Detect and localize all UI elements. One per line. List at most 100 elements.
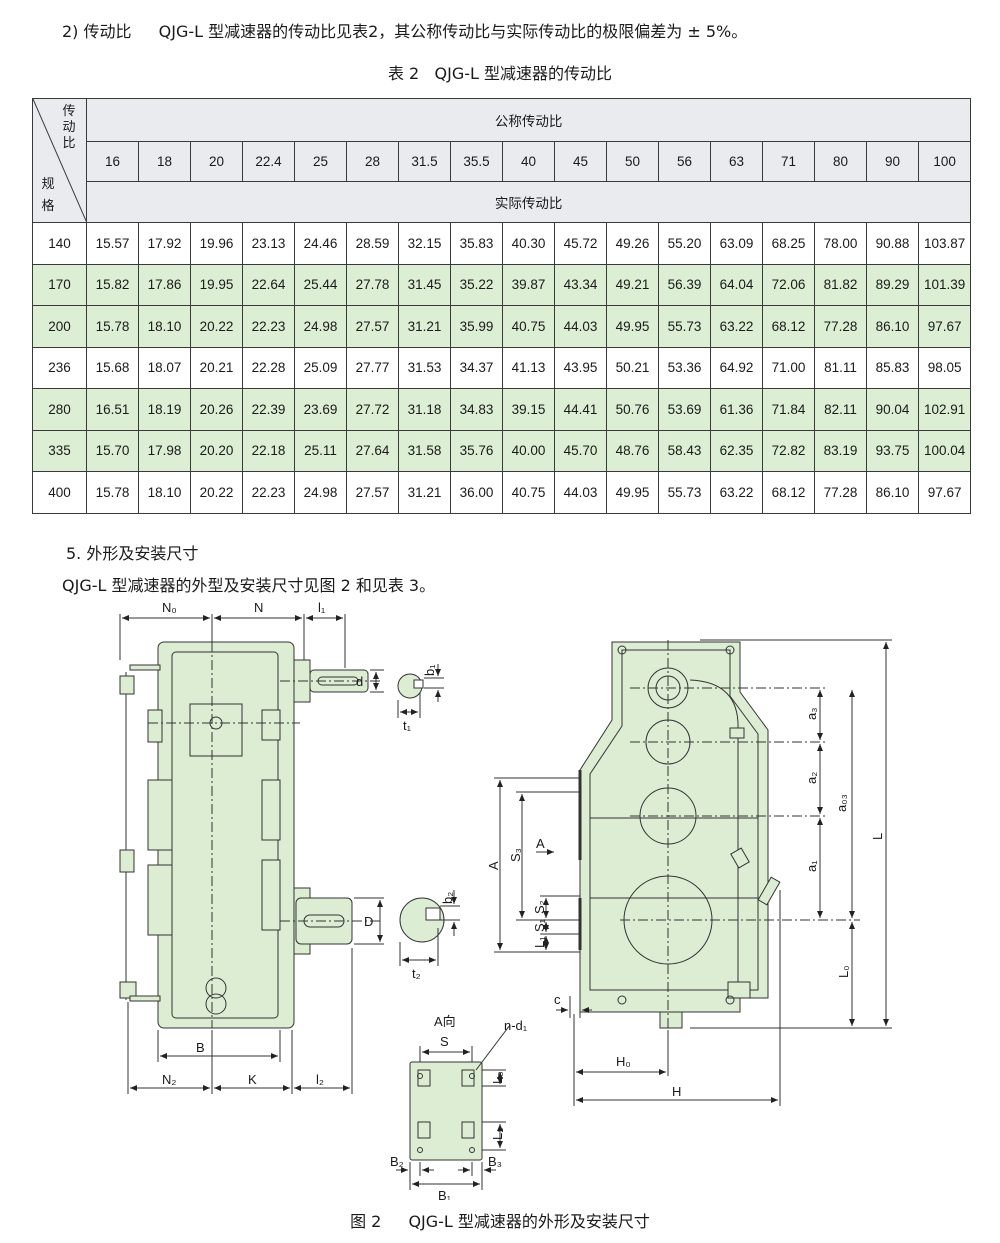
corner-top-label: 传动比 [62,103,76,150]
actual-ratio-cell: 22.18 [242,429,295,472]
actual-ratio-cell: 55.73 [658,471,711,514]
spec-cell: 200 [32,305,87,348]
actual-ratio-cell: 35.76 [450,429,503,472]
actual-ratio-cell: 31.21 [398,471,451,514]
actual-ratio-cell: 28.59 [346,222,399,265]
label-t2: t₂ [412,966,421,981]
actual-ratio-cell: 22.23 [242,305,295,348]
actual-ratio-cell: 18.07 [138,346,191,389]
actual-ratio-cell: 81.11 [814,346,867,389]
actual-ratio-cell: 39.87 [502,263,555,306]
actual-ratio-cell: 31.58 [398,429,451,472]
intro-paragraph: 2) 传动比 QJG-L 型减速器的传动比见表2，其公称传动比与实际传动比的极限… [62,18,747,42]
actual-ratio-cell: 103.87 [917,222,972,265]
label-A-arrow: A [536,836,545,851]
actual-ratio-cell: 35.22 [450,263,503,306]
actual-ratio-cell: 15.78 [86,305,139,348]
label-K: K [248,1072,257,1087]
label-H: H [672,1084,681,1099]
actual-ratio-cell: 19.95 [190,263,243,306]
actual-ratio-cell: 35.83 [450,222,503,265]
actual-ratio-cell: 20.20 [190,429,243,472]
front-dimensions [119,614,384,1094]
actual-ratio-cell: 31.21 [398,305,451,348]
actual-ratio-cell: 23.13 [242,222,295,265]
nominal-ratio-cell: 16 [86,141,139,182]
actual-ratio-cell: 15.68 [86,346,139,389]
actual-ratio-cell: 64.04 [710,263,763,306]
nominal-ratio-cell: 63 [710,141,763,182]
label-B: B [196,1040,205,1055]
nominal-ratio-cell: 28 [346,141,399,182]
actual-ratio-cell: 25.11 [294,429,347,472]
actual-ratio-cell: 40.75 [502,305,555,348]
label-N0: N₀ [162,600,177,615]
label-D: D [364,914,373,929]
actual-ratio-cell: 20.26 [190,388,243,431]
actual-ratio-cell: 27.57 [346,305,399,348]
label-t1: t₁ [403,718,412,733]
actual-ratio-cell: 77.28 [814,305,867,348]
a-view [396,1024,511,1190]
spec-cell: 170 [32,263,87,306]
nominal-ratio-cell: 80 [814,141,867,182]
actual-ratio-cell: 16.51 [86,388,139,431]
nominal-ratio-cell: 45 [554,141,607,182]
actual-ratio-cell: 64.92 [710,346,763,389]
figure-caption-text: QJG-L 型减速器的外形及安装尺寸 [408,1212,650,1231]
nominal-ratio-cell: 25 [294,141,347,182]
section-text: QJG-L 型减速器的外型及安装尺寸见图 2 和见表 3。 [62,576,436,595]
actual-ratio-cell: 63.22 [710,305,763,348]
label-S1: S₁ [532,918,547,932]
actual-ratio-cell: 40.00 [502,429,555,472]
actual-ratio-cell: 81.82 [814,263,867,306]
label-A-view: A向 [434,1014,456,1029]
actual-ratio-cell: 22.23 [242,471,295,514]
actual-ratio-cell: 18.10 [138,305,191,348]
actual-ratio-cell: 27.72 [346,388,399,431]
actual-ratio-cell: 89.29 [866,263,919,306]
section-title: 5. 外形及安装尺寸 [66,544,199,563]
actual-ratio-cell: 44.03 [554,471,607,514]
actual-ratio-cell: 77.28 [814,471,867,514]
actual-ratio-cell: 35.99 [450,305,503,348]
actual-ratio-cell: 22.28 [242,346,295,389]
actual-ratio-cell: 100.04 [917,429,972,472]
label-S: S [440,1034,449,1049]
actual-ratio-cell: 71.84 [762,388,815,431]
label-d: d [356,674,363,689]
actual-ratio-cell: 19.96 [190,222,243,265]
label-a1: a₁ [804,860,819,872]
actual-ratio-cell: 44.03 [554,305,607,348]
spec-cell: 280 [32,388,87,431]
actual-ratio-cell: 31.18 [398,388,451,431]
actual-ratio-cell: 98.05 [917,346,972,389]
label-b2: b₂ [440,892,455,904]
nominal-ratio-cell: 31.5 [398,141,451,182]
actual-ratio-cell: 27.78 [346,263,399,306]
actual-ratio-cell: 53.36 [658,346,711,389]
actual-ratio-cell: 53.69 [658,388,711,431]
nominal-ratio-cell: 22.4 [242,141,295,182]
label-B2: B₂ [390,1154,404,1169]
actual-ratio-cell: 40.30 [502,222,555,265]
actual-ratio-cell: 43.95 [554,346,607,389]
installation-drawing: N₀ N l₁ d b₁ t₁ D b₂ t₂ B N₂ K l₂ A向 n-d… [119,600,892,1200]
corner-bottom-label: 规格 [41,176,55,213]
actual-ratio-cell: 15.78 [86,471,139,514]
actual-ratio-cell: 31.53 [398,346,451,389]
actual-ratio-cell: 48.76 [606,429,659,472]
actual-ratio-cell: 63.09 [710,222,763,265]
nominal-ratio-cell: 100 [917,141,972,182]
figure-caption: 图 2 QJG-L 型减速器的外形及安装尺寸 [0,1208,1000,1232]
intro-label: 传动比 [83,22,132,41]
actual-ratio-cell: 61.36 [710,388,763,431]
actual-ratio-cell: 18.10 [138,471,191,514]
actual-ratio-cell: 72.06 [762,263,815,306]
actual-ratio-cell: 15.82 [86,263,139,306]
